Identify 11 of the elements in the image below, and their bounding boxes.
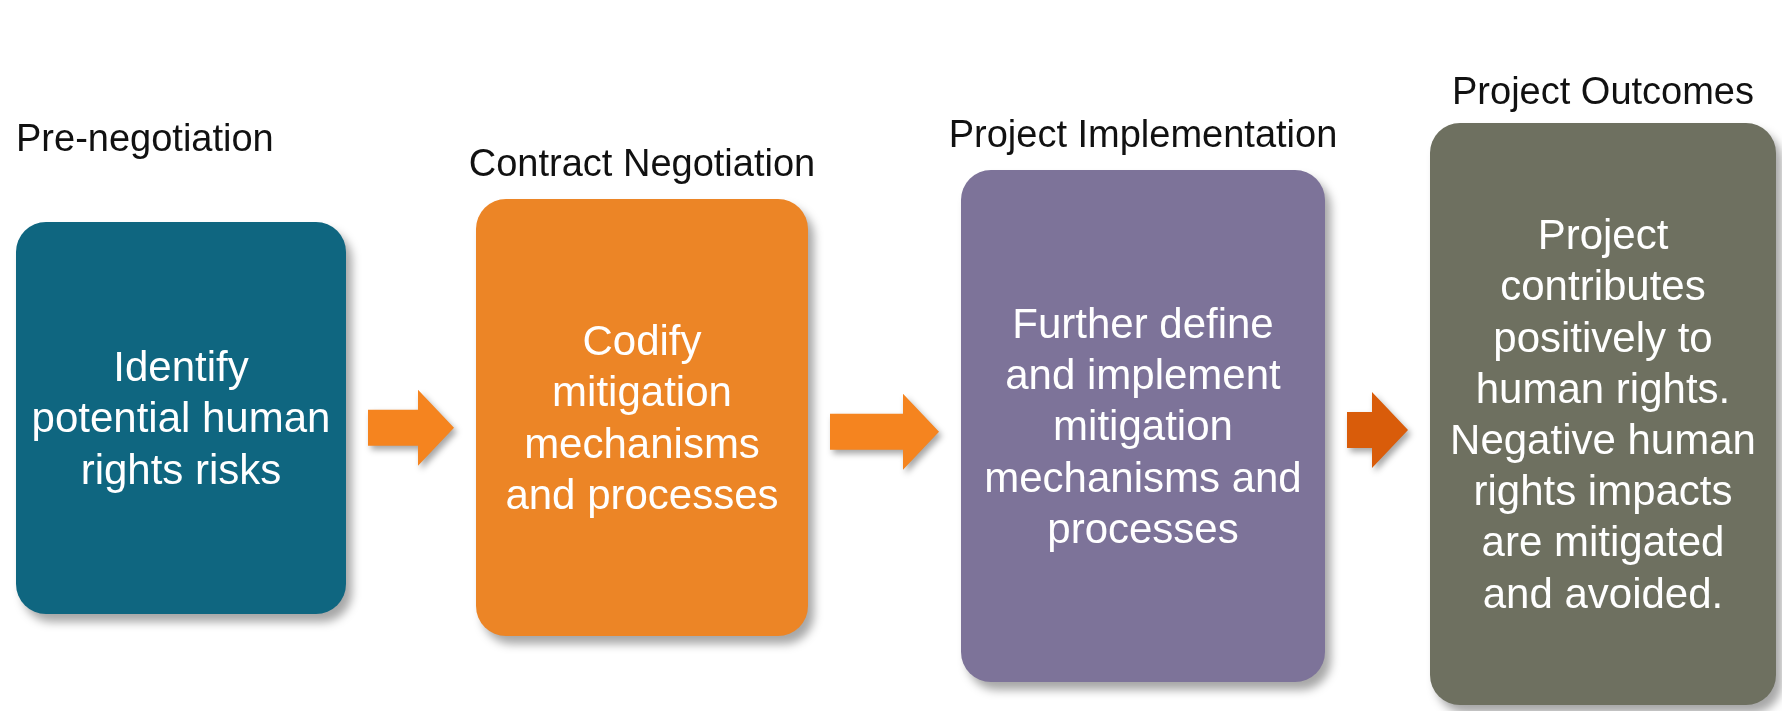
stage-heading: Contract Negotiation bbox=[467, 141, 817, 187]
box-text: Further define and implement mitigation mechanisms and processes bbox=[983, 298, 1303, 554]
block-arrow bbox=[368, 389, 454, 466]
stage-heading: Project Outcomes bbox=[1451, 69, 1755, 115]
block-arrow bbox=[1347, 392, 1408, 468]
stage-heading: Pre-negotiation bbox=[16, 116, 275, 162]
stage-heading: Project Implementation bbox=[947, 112, 1339, 158]
block-arrow bbox=[830, 393, 939, 470]
box-text: Codify mitigation mechanisms and processes bbox=[504, 316, 780, 520]
box-text: Project contributes positively to human rights. Negative human rights impacts are mitigated and avoided. bbox=[1449, 210, 1757, 619]
box-text: Identify potential human rights risks bbox=[30, 342, 332, 495]
